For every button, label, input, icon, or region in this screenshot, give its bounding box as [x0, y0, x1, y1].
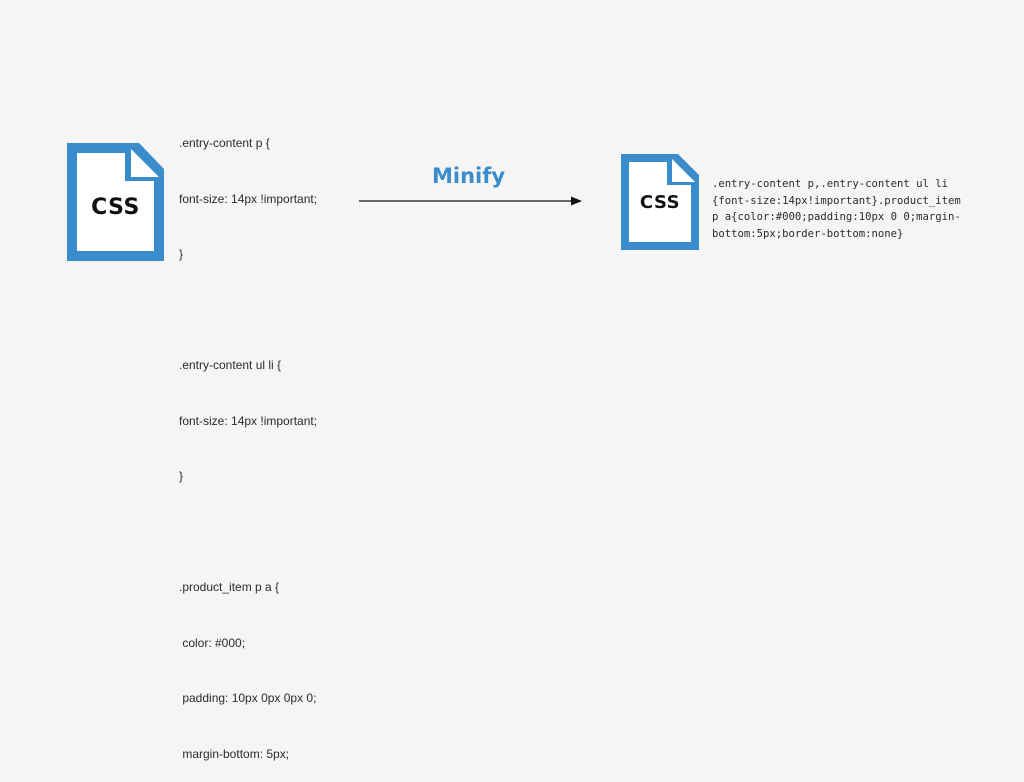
code-line: padding: 10px 0px 0px 0; [179, 691, 317, 705]
css-file-icon: CSS [621, 154, 699, 250]
right-arrow-icon [359, 196, 582, 206]
file-type-label: CSS [639, 192, 681, 213]
original-css-code: .entry-content p { font-size: 14px !impo… [179, 97, 317, 782]
code-line: p a{color:#000;padding:10px 0 0;margin- [712, 211, 961, 223]
code-line: font-size: 14px !important; [179, 191, 318, 206]
code-line: } [179, 469, 184, 483]
code-line: {font-size:14px!important}.product_item [712, 194, 961, 207]
code-line: margin-bottom: 5px; [179, 746, 290, 761]
code-line: .product_item p a { [179, 580, 280, 594]
code-line: bottom:5px;border-bottom:none} [712, 227, 904, 240]
code-line: color: #000; [179, 635, 246, 650]
file-icon-shape [621, 154, 699, 250]
css-file-icon: CSS [67, 143, 164, 261]
code-line: .entry-content ul li { [179, 358, 282, 372]
minified-css-code: .entry-content p,.entry-content ul li {f… [712, 176, 1002, 242]
minify-label: Minify [432, 164, 506, 188]
code-line: .entry-content p,.entry-content ul li [712, 178, 948, 190]
file-type-label: CSS [91, 195, 140, 220]
code-line: .entry-content p { [179, 136, 270, 150]
code-line [179, 301, 317, 320]
code-line: } [179, 247, 184, 261]
file-icon-shape [67, 143, 164, 261]
code-line: font-size: 14px !important; [179, 413, 318, 428]
code-line [179, 523, 317, 542]
